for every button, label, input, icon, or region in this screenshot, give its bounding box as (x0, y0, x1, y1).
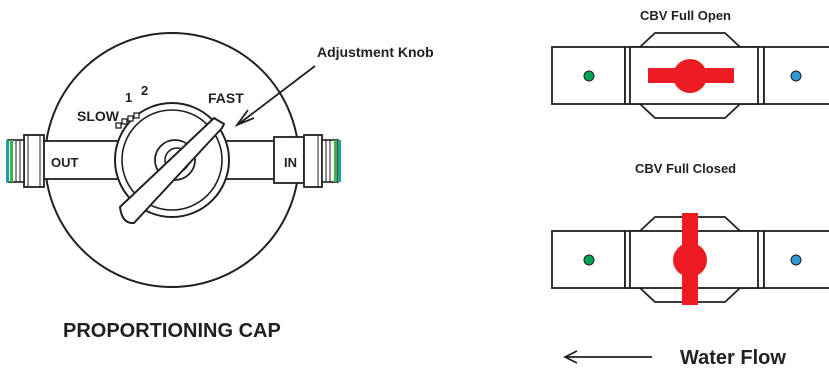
in-nut-2 (303, 134, 323, 188)
out-fitting: OUT (6, 134, 126, 188)
out-stripe-teal (6, 140, 9, 182)
closed-blue-port (790, 254, 802, 266)
cbv-closed-title: CBV Full Closed (635, 161, 736, 176)
position-1-label: 1 (125, 90, 132, 105)
adjustment-knob-arrow-line (239, 65, 316, 124)
in-stripe-green (334, 140, 337, 182)
cbv-open-title: CBV Full Open (640, 8, 731, 23)
water-flow-label: Water Flow (680, 347, 786, 369)
out-label: OUT (51, 155, 79, 170)
dial-ticks (115, 112, 140, 129)
adjustment-knob-label: Adjustment Knob (317, 44, 434, 60)
cbv-full-closed: CBV Full Closed (551, 161, 829, 305)
out-stripe-green (10, 140, 13, 182)
adjustment-knob-arrowhead (234, 109, 255, 128)
out-nut (23, 134, 45, 188)
in-stripe-teal (338, 140, 341, 182)
proportioning-cap-title: PROPORTIONING CAP (63, 320, 281, 342)
adjustment-knob-lever (119, 117, 225, 225)
closed-handle-bar (682, 213, 698, 305)
water-flow-indicator: Water Flow (562, 347, 786, 369)
cbv-full-open: CBV Full Open (551, 8, 829, 119)
open-green-port (583, 70, 595, 82)
slow-label: SLOW (77, 108, 120, 124)
out-pipe (39, 140, 126, 180)
position-2-label: 2 (141, 83, 148, 98)
open-blue-port (790, 70, 802, 82)
fast-label: FAST (208, 90, 244, 106)
closed-green-port (583, 254, 595, 266)
proportioning-cap: OUT IN SLOW 1 (6, 32, 434, 342)
water-flow-arrowhead (562, 350, 578, 364)
open-handle-bar (648, 68, 734, 83)
in-fitting: IN (221, 134, 341, 188)
in-label: IN (284, 155, 297, 170)
in-nut-1 (273, 136, 305, 184)
